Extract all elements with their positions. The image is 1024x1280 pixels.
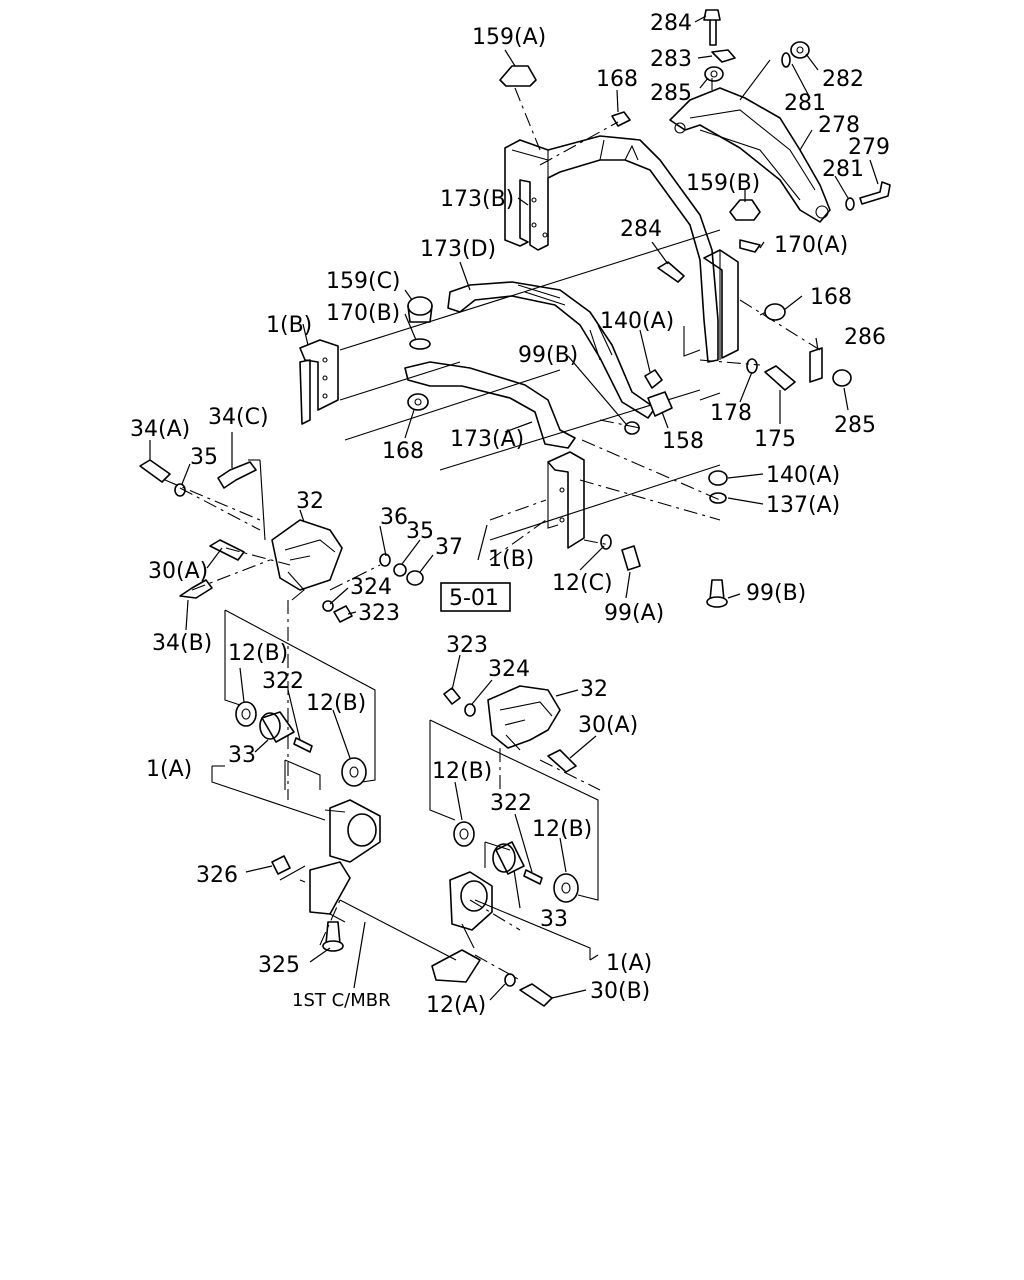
label-1a-right: 1(A) (606, 951, 652, 976)
label-12b-1: 12(B) (228, 641, 288, 666)
label-1a-left: 1(A) (146, 757, 192, 782)
label-159a: 159(A) (472, 25, 546, 50)
label-173d: 173(D) (420, 237, 496, 262)
label-99a: 99(A) (604, 601, 664, 626)
label-324-a: 324 (350, 575, 392, 600)
label-140a-top: 140(A) (600, 309, 674, 334)
label-12b-4: 12(B) (532, 817, 592, 842)
label-34a: 34(A) (130, 417, 190, 442)
label-168-low: 168 (382, 439, 424, 464)
label-12b-2: 12(B) (306, 691, 366, 716)
label-279: 279 (848, 135, 890, 160)
label-36: 36 (380, 505, 408, 530)
label-326: 326 (196, 863, 238, 888)
label-1b-left: 1(B) (266, 313, 312, 338)
label-278: 278 (818, 113, 860, 138)
label-30a-left: 30(A) (148, 559, 208, 584)
label-284-mid: 284 (620, 217, 662, 242)
reference-box: 5-01 (440, 582, 511, 612)
label-168-top: 168 (596, 67, 638, 92)
label-140a-right: 140(A) (766, 463, 840, 488)
label-170b: 170(B) (326, 301, 400, 326)
label-282: 282 (822, 67, 864, 92)
engine-mount-assembly (235, 519, 579, 983)
label-159b: 159(B) (686, 171, 760, 196)
label-284-top: 284 (650, 11, 692, 36)
upper-frame-assembly (299, 87, 831, 549)
label-33-1: 33 (228, 743, 256, 768)
label-99b-right: 99(B) (746, 581, 806, 606)
label-175: 175 (754, 427, 796, 452)
label-158: 158 (662, 429, 704, 454)
label-33-2: 33 (540, 907, 568, 932)
label-285-mid: 285 (834, 413, 876, 438)
label-281-a: 281 (784, 91, 826, 116)
label-12c: 12(C) (552, 571, 613, 596)
part-labels: 159(A) 284 283 285 282 168 281 278 279 1… (130, 11, 890, 1018)
label-322-1: 322 (262, 669, 304, 694)
label-30a-right: 30(A) (578, 713, 638, 738)
label-322-2: 322 (490, 791, 532, 816)
label-37: 37 (435, 535, 463, 560)
label-323-a: 323 (358, 601, 400, 626)
label-35-b: 35 (406, 519, 434, 544)
label-168-mid: 168 (810, 285, 852, 310)
assembly-guides (164, 59, 821, 981)
label-159c: 159(C) (326, 269, 401, 294)
label-281-b: 281 (822, 157, 864, 182)
label-285-top: 285 (650, 81, 692, 106)
label-12a: 12(A) (426, 993, 486, 1018)
label-35a: 35 (190, 445, 218, 470)
label-173a: 173(A) (450, 427, 524, 452)
label-173b: 173(B) (440, 187, 514, 212)
label-1b-mid: 1(B) (488, 547, 534, 572)
label-323-b: 323 (446, 633, 488, 658)
label-32-a: 32 (296, 489, 324, 514)
label-283: 283 (650, 47, 692, 72)
label-324-b: 324 (488, 657, 530, 682)
label-170a: 170(A) (774, 233, 848, 258)
label-99b-top: 99(B) (518, 343, 578, 368)
hardware-parts (139, 9, 891, 1007)
label-12b-3: 12(B) (432, 759, 492, 784)
label-137a: 137(A) (766, 493, 840, 518)
label-286: 286 (844, 325, 886, 350)
label-325: 325 (258, 953, 300, 978)
reference-box-label: 5-01 (449, 586, 499, 611)
leader-lines (149, 15, 879, 1001)
label-178: 178 (710, 401, 752, 426)
label-34c: 34(C) (208, 405, 269, 430)
label-1st-crossmember: 1ST C/MBR (292, 990, 391, 1011)
label-32-b: 32 (580, 677, 608, 702)
label-34b: 34(B) (152, 631, 212, 656)
label-30b: 30(B) (590, 979, 650, 1004)
